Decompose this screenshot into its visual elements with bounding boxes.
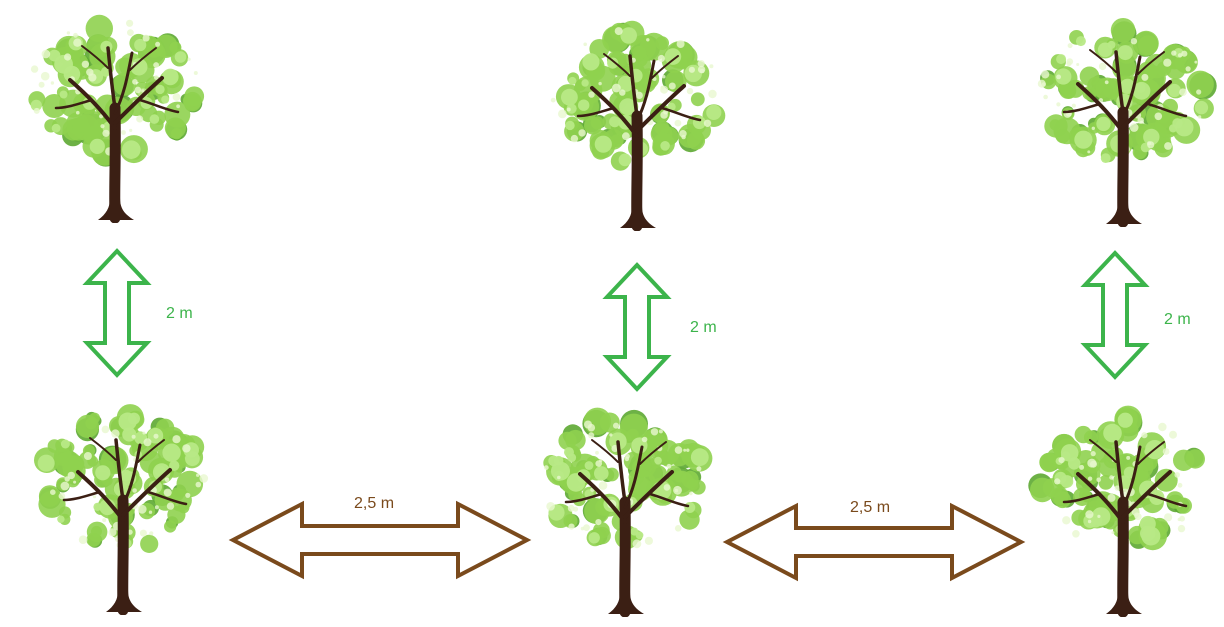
column-spacing-label-left: 2,5 m — [354, 495, 395, 512]
tree-bottom-center — [530, 402, 720, 617]
tree-icon — [1037, 18, 1217, 227]
tree-icon — [34, 404, 209, 615]
tree-icon — [28, 14, 205, 223]
tree-bottom-right — [1028, 402, 1218, 617]
tree-icon — [1028, 405, 1205, 617]
tree-icon — [543, 407, 713, 617]
double-arrow-vertical-icon — [82, 248, 152, 378]
double-arrow-vertical-icon — [1080, 250, 1150, 380]
row-spacing-label-left: 2 m — [166, 305, 193, 322]
row-spacing-arrow-right — [1080, 250, 1150, 380]
tree-foliage — [1028, 405, 1205, 551]
tree-top-right — [1028, 12, 1218, 227]
tree-foliage — [1037, 18, 1217, 164]
tree-icon — [550, 20, 726, 231]
tree-top-left — [20, 8, 210, 223]
double-arrow-horizontal-icon — [228, 500, 532, 580]
double-arrow-vertical-icon — [602, 262, 672, 392]
column-spacing-arrow-left — [228, 500, 532, 580]
row-spacing-arrow-left — [82, 248, 152, 378]
tree-foliage — [550, 20, 726, 171]
row-spacing-label-center: 2 m — [690, 319, 717, 336]
tree-bottom-left — [28, 400, 218, 615]
column-spacing-label-right: 2,5 m — [850, 499, 891, 516]
row-spacing-label-right: 2 m — [1164, 311, 1191, 328]
column-spacing-arrow-right — [722, 502, 1026, 582]
tree-foliage — [34, 404, 209, 553]
double-arrow-horizontal-icon — [722, 502, 1026, 582]
tree-top-center — [542, 16, 732, 231]
row-spacing-arrow-center — [602, 262, 672, 392]
